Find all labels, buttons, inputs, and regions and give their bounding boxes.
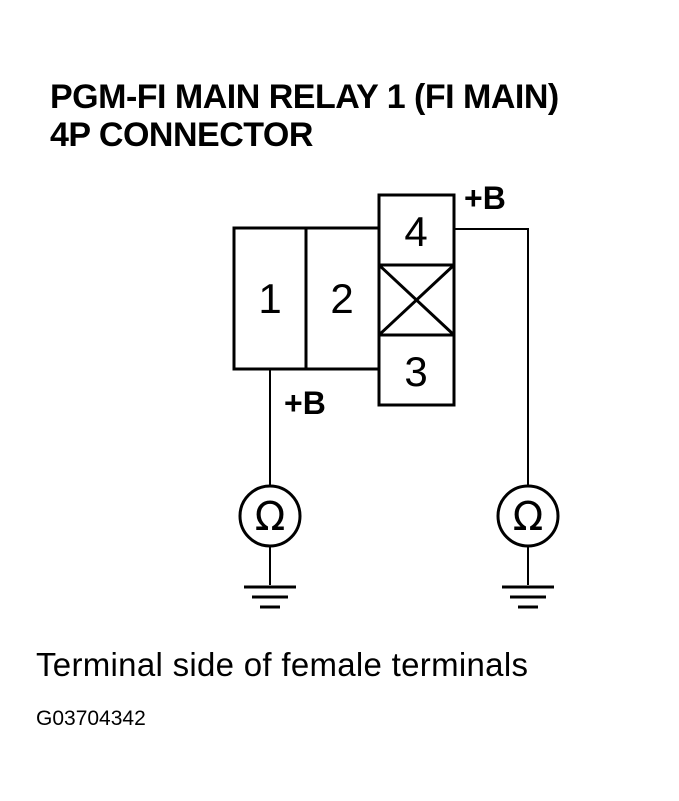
- ohm-symbol-left: Ω: [255, 494, 286, 540]
- view-caption: Terminal side of female terminals: [36, 646, 529, 683]
- diagram-title: PGM-FI MAIN RELAY 1 (FI MAIN) 4P CONNECT…: [50, 78, 559, 154]
- blank-cavity-x-2: [377, 263, 456, 337]
- terminal-1-label: 1: [258, 275, 281, 322]
- supply-label-terminal-4: +B: [464, 180, 506, 216]
- ohmmeter-right: [496, 484, 560, 548]
- terminal-4-label: 4: [404, 208, 427, 255]
- ohmmeter-left: [238, 484, 302, 548]
- terminal-3-label: 3: [404, 348, 427, 395]
- ground-icon: [244, 585, 296, 609]
- title-line-1: PGM-FI MAIN RELAY 1 (FI MAIN): [50, 78, 559, 116]
- ground-icon: [502, 585, 554, 609]
- terminal-3-cell: [377, 333, 456, 407]
- figure-code: G03704342: [36, 707, 146, 730]
- title-line-2: 4P CONNECTOR: [50, 116, 313, 154]
- probe-wire-terminal-4: [454, 228, 529, 486]
- ohm-symbol-right: Ω: [513, 494, 544, 540]
- terminal-2-label: 2: [330, 275, 353, 322]
- supply-label-terminal-1: +B: [284, 385, 326, 421]
